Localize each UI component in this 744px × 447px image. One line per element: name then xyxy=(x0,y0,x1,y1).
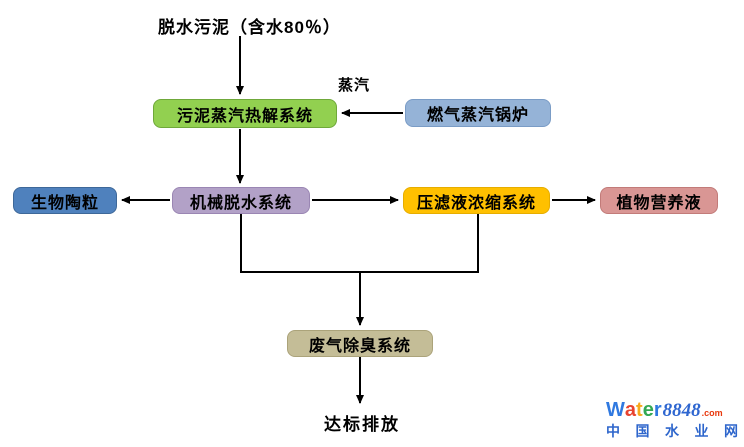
watermark-letter: W xyxy=(606,399,625,421)
site-name-char: 水 xyxy=(665,423,679,439)
node-bio-ceramsite: 生物陶粒 xyxy=(13,187,117,214)
watermark-letter: t xyxy=(636,399,643,421)
node-label: 植物营养液 xyxy=(616,194,702,212)
discharge-label: 达标排放 xyxy=(324,415,400,434)
node-plant-nutrient-solution: 植物营养液 xyxy=(600,187,718,214)
watermark-wordmark: W a t e r 8848 .com xyxy=(606,400,738,420)
site-name-char: 中 xyxy=(606,423,620,439)
steam-flow-label: 蒸汽 xyxy=(338,77,371,94)
node-waste-gas-deodorization-system: 废气除臭系统 xyxy=(287,330,433,357)
node-label: 污泥蒸汽热解系统 xyxy=(176,107,313,125)
watermark-letter: e xyxy=(642,399,654,421)
node-filtrate-concentration-system: 压滤液浓缩系统 xyxy=(403,187,550,214)
node-mechanical-dewatering-system: 机械脱水系统 xyxy=(172,187,310,214)
watermark-letter: r xyxy=(653,399,662,421)
source-label-dewatered-sludge: 脱水污泥（含水80％） xyxy=(158,18,341,37)
watermark-number: 8848 xyxy=(662,400,701,421)
node-label: 燃气蒸汽锅炉 xyxy=(426,107,529,124)
node-gas-steam-boiler: 燃气蒸汽锅炉 xyxy=(405,99,551,127)
site-name-char: 业 xyxy=(694,423,709,439)
watermark-letter: a xyxy=(624,399,637,421)
water8848-watermark-logo: W a t e r 8848 .com 中 国 水 业 网 xyxy=(606,400,738,438)
node-label: 机械脱水系统 xyxy=(189,194,292,212)
node-label: 废气除臭系统 xyxy=(308,337,411,355)
watermark-dotcom: .com xyxy=(701,408,723,418)
site-name-char: 国 xyxy=(635,423,650,439)
watermark-site-name: 中 国 水 业 网 xyxy=(606,424,738,438)
node-sludge-steam-pyrolysis-system: 污泥蒸汽热解系统 xyxy=(153,99,337,128)
site-name-char: 网 xyxy=(724,423,738,439)
node-label: 压滤液浓缩系统 xyxy=(416,194,536,212)
node-label: 生物陶粒 xyxy=(30,194,99,212)
